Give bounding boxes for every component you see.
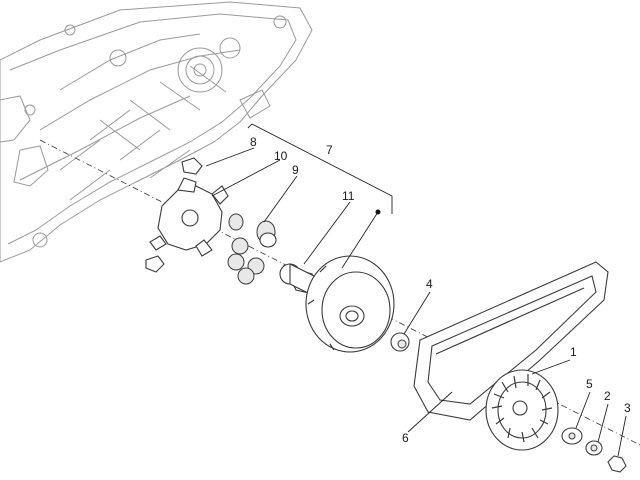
- label-part-9: 9: [292, 163, 299, 177]
- label-part-1: 1: [570, 345, 577, 359]
- rollers: [227, 213, 277, 285]
- reference-dot: [375, 209, 381, 215]
- label-part-10: 10: [274, 149, 288, 163]
- fixed-pulley-fan: [485, 369, 559, 451]
- ramp-plate: [149, 177, 229, 257]
- v-belt: [413, 261, 609, 421]
- nut: [607, 455, 627, 473]
- label-part-11: 11: [342, 189, 355, 203]
- label-part-7: 7: [326, 143, 333, 157]
- group-bracket: [247, 123, 393, 214]
- variator-pulley: [305, 255, 395, 353]
- washer-hole: [568, 432, 576, 440]
- label-part-8: 8: [250, 135, 257, 149]
- label-part-3: 3: [624, 401, 631, 415]
- spacer-washer: [390, 332, 410, 352]
- label-part-6: 6: [402, 431, 409, 445]
- part-labels: 1 2 3 4 5 6 7 8 9 10 11: [250, 135, 631, 445]
- leader-lines: [205, 147, 627, 457]
- label-part-2: 2: [604, 389, 611, 403]
- label-part-4: 4: [426, 277, 433, 291]
- crankcase-housing: [0, 1, 313, 263]
- belleville-washer-hole: [590, 444, 598, 452]
- label-part-5: 5: [586, 377, 593, 391]
- slider-guide: [145, 157, 203, 273]
